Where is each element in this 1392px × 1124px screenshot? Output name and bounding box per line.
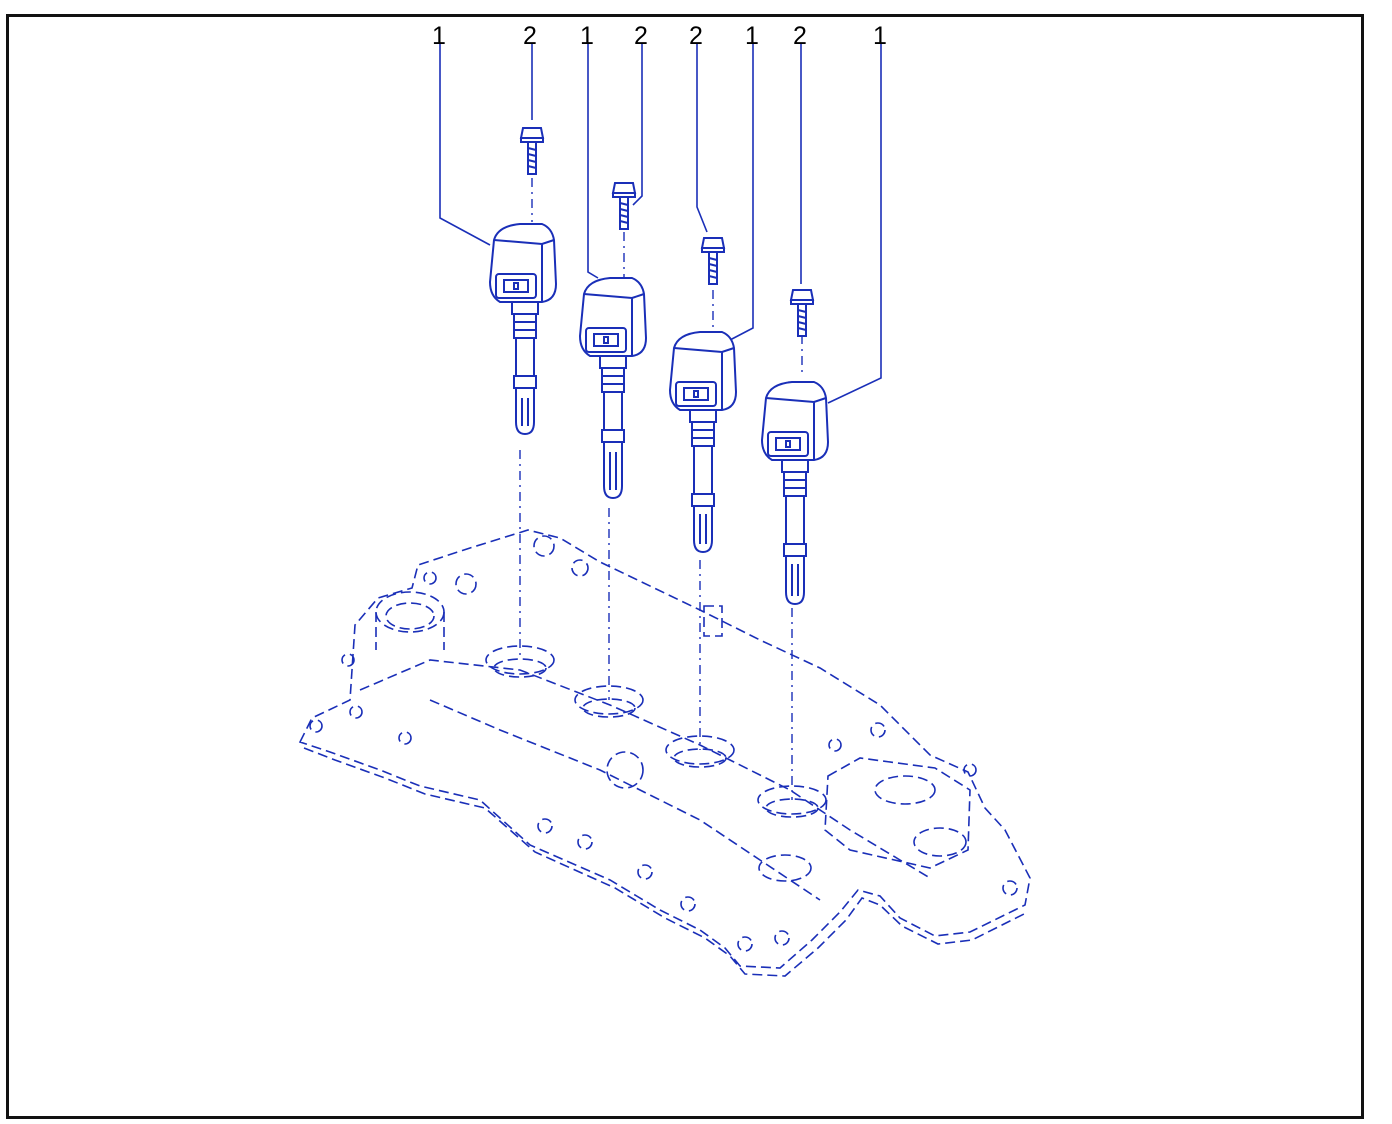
callout-label: 2 <box>634 22 648 50</box>
coil-bolts <box>519 127 815 337</box>
figure-frame <box>6 14 1364 1119</box>
leader-lines <box>439 44 882 404</box>
ignition-coils <box>488 223 830 606</box>
callout-label: 1 <box>873 22 887 50</box>
alignment-lines <box>519 178 803 800</box>
bolt <box>700 237 726 285</box>
callout-label: 1 <box>580 22 594 50</box>
callout-label: 2 <box>689 22 703 50</box>
bolt <box>611 182 637 230</box>
callout-label: 1 <box>432 22 446 50</box>
bolt <box>789 289 815 337</box>
ignition-coil <box>488 223 558 436</box>
ignition-coil <box>760 381 830 606</box>
callout-label: 1 <box>745 22 759 50</box>
callout-label: 2 <box>793 22 807 50</box>
callout-label: 2 <box>523 22 537 50</box>
ignition-coil <box>578 277 648 500</box>
cylinder-head-cover <box>298 529 1031 977</box>
ignition-coil <box>668 331 738 554</box>
bolt <box>519 127 545 175</box>
